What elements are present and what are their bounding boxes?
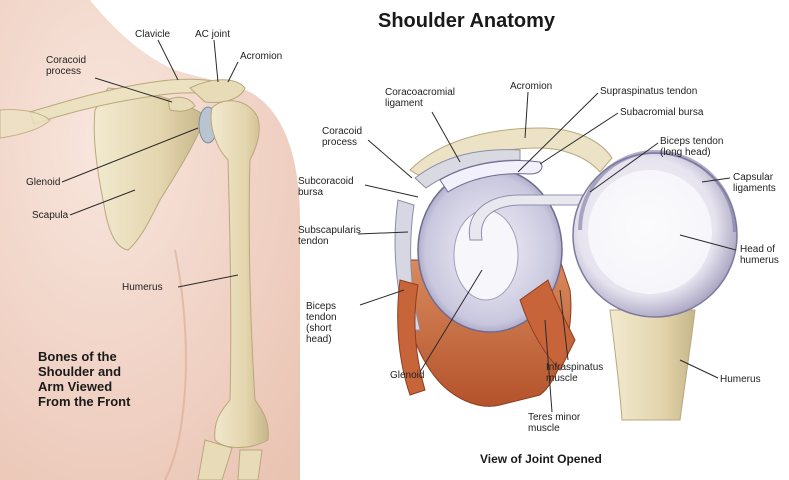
label-subscapularis: Subscapularis tendon — [298, 225, 361, 247]
label-line: Biceps tendon — [660, 136, 723, 147]
label-line: Coracoid — [46, 55, 86, 66]
left-caption-line: Bones of the — [38, 349, 130, 364]
label-line: process — [322, 137, 362, 148]
label-line: tendon — [306, 312, 337, 323]
label-glenoid-right: Glenoid — [390, 370, 424, 381]
label-line: Infraspinatus — [546, 362, 603, 373]
label-line: Capsular — [733, 172, 776, 183]
label-line: Head of — [740, 244, 779, 255]
left-caption-line: Shoulder and — [38, 364, 130, 379]
label-acromion-left: Acromion — [240, 51, 282, 62]
page-title: Shoulder Anatomy — [378, 10, 555, 33]
label-biceps-short: Biceps tendon (short head) — [306, 301, 337, 345]
label-line: process — [46, 66, 86, 77]
label-line: Subcoracoid — [298, 176, 354, 187]
label-biceps-long: Biceps tendon (long head) — [660, 136, 723, 158]
label-supraspinatus: Supraspinatus tendon — [600, 86, 697, 97]
humerus-shaft — [610, 310, 695, 420]
label-coracoacromial: Coracoacromial ligament — [385, 87, 455, 109]
label-line: muscle — [528, 423, 580, 434]
label-subacromial: Subacromial bursa — [620, 107, 703, 118]
glenoid-inner — [454, 210, 518, 300]
label-line: (long head) — [660, 147, 723, 158]
label-line: bursa — [298, 187, 354, 198]
label-line: ligaments — [733, 183, 776, 194]
label-capsular: Capsular ligaments — [733, 172, 776, 194]
label-acromion-right: Acromion — [510, 81, 552, 92]
label-coracoid-left: Coracoid process — [46, 55, 86, 77]
label-line: tendon — [298, 236, 361, 247]
label-scapula: Scapula — [32, 210, 68, 221]
label-line: ligament — [385, 98, 455, 109]
label-line: muscle — [546, 373, 603, 384]
left-caption-line: Arm Viewed — [38, 379, 130, 394]
humeral-head-highlight — [588, 170, 712, 294]
label-glenoid-left: Glenoid — [26, 177, 60, 188]
label-coracoid-right: Coracoid process — [322, 126, 362, 148]
right-caption: View of Joint Opened — [480, 452, 602, 467]
label-line: Coracoid — [322, 126, 362, 137]
label-line: Coracoacromial — [385, 87, 455, 98]
label-head-humerus: Head of humerus — [740, 244, 779, 266]
label-line: Subscapularis — [298, 225, 361, 236]
label-teres-minor: Teres minor muscle — [528, 412, 580, 434]
label-humerus-right: Humerus — [720, 374, 761, 385]
left-caption-line: From the Front — [38, 394, 130, 409]
label-ac-joint: AC joint — [195, 29, 230, 40]
label-line: Biceps — [306, 301, 337, 312]
label-clavicle: Clavicle — [135, 29, 170, 40]
label-line: Teres minor — [528, 412, 580, 423]
label-line: (short — [306, 323, 337, 334]
label-line: humerus — [740, 255, 779, 266]
left-caption: Bones of the Shoulder and Arm Viewed Fro… — [38, 349, 130, 409]
label-infraspinatus: Infraspinatus muscle — [546, 362, 603, 384]
label-humerus-left: Humerus — [122, 282, 163, 293]
label-subcoracoid: Subcoracoid bursa — [298, 176, 354, 198]
label-line: head) — [306, 334, 337, 345]
